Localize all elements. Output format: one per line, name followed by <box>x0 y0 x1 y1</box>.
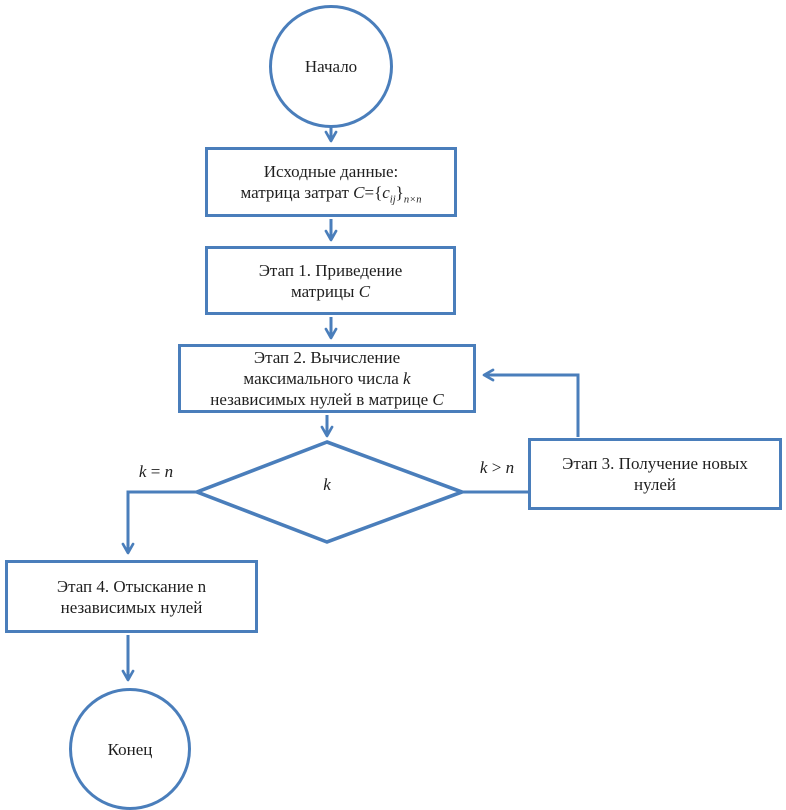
stage2-line3: независимых нулей в матрице C <box>210 390 444 409</box>
stage1-line1: Этап 1. Приведение <box>258 260 403 280</box>
stage3-node: Этап 3. Получение новых нулей <box>528 438 782 510</box>
end-label: Конец <box>107 739 153 759</box>
stage3-line1: Этап 3. Получение новых <box>562 454 748 473</box>
stage2-node: Этап 2. Вычисление максимального числа k… <box>178 344 476 413</box>
input-line1: Исходные данные: <box>263 162 399 181</box>
stage3-line2: нулей <box>634 475 676 494</box>
stage1-line2: матрицы C <box>290 281 371 301</box>
input-data-node: Исходные данные: матрица затрат C={cij}n… <box>205 147 457 217</box>
decision-label: k <box>323 475 331 494</box>
stage4-line1: Этап 4. Отыскание n <box>56 576 207 596</box>
start-label: Начало <box>304 57 358 76</box>
edge-label-k-equals-n: k = n <box>138 462 174 481</box>
edge-decision-to-stage4 <box>121 490 197 555</box>
stage4-node: Этап 4. Отыскание n независимых нулей <box>5 560 258 633</box>
start-node: Начало <box>269 5 393 128</box>
stage2-line2: максимального числа k <box>243 369 411 388</box>
stage2-line1: Этап 2. Вычисление <box>253 348 401 367</box>
edge-label-k-greater-n: k > n <box>479 458 515 477</box>
input-formula: матрица затрат C={cij}n×n <box>240 183 422 206</box>
stage1-node: Этап 1. Приведение матрицы C <box>205 246 456 315</box>
end-node: Конец <box>69 688 191 810</box>
stage4-line2: независимых нулей <box>60 597 203 617</box>
edge-stage3-to-stage2-loop <box>482 368 580 437</box>
